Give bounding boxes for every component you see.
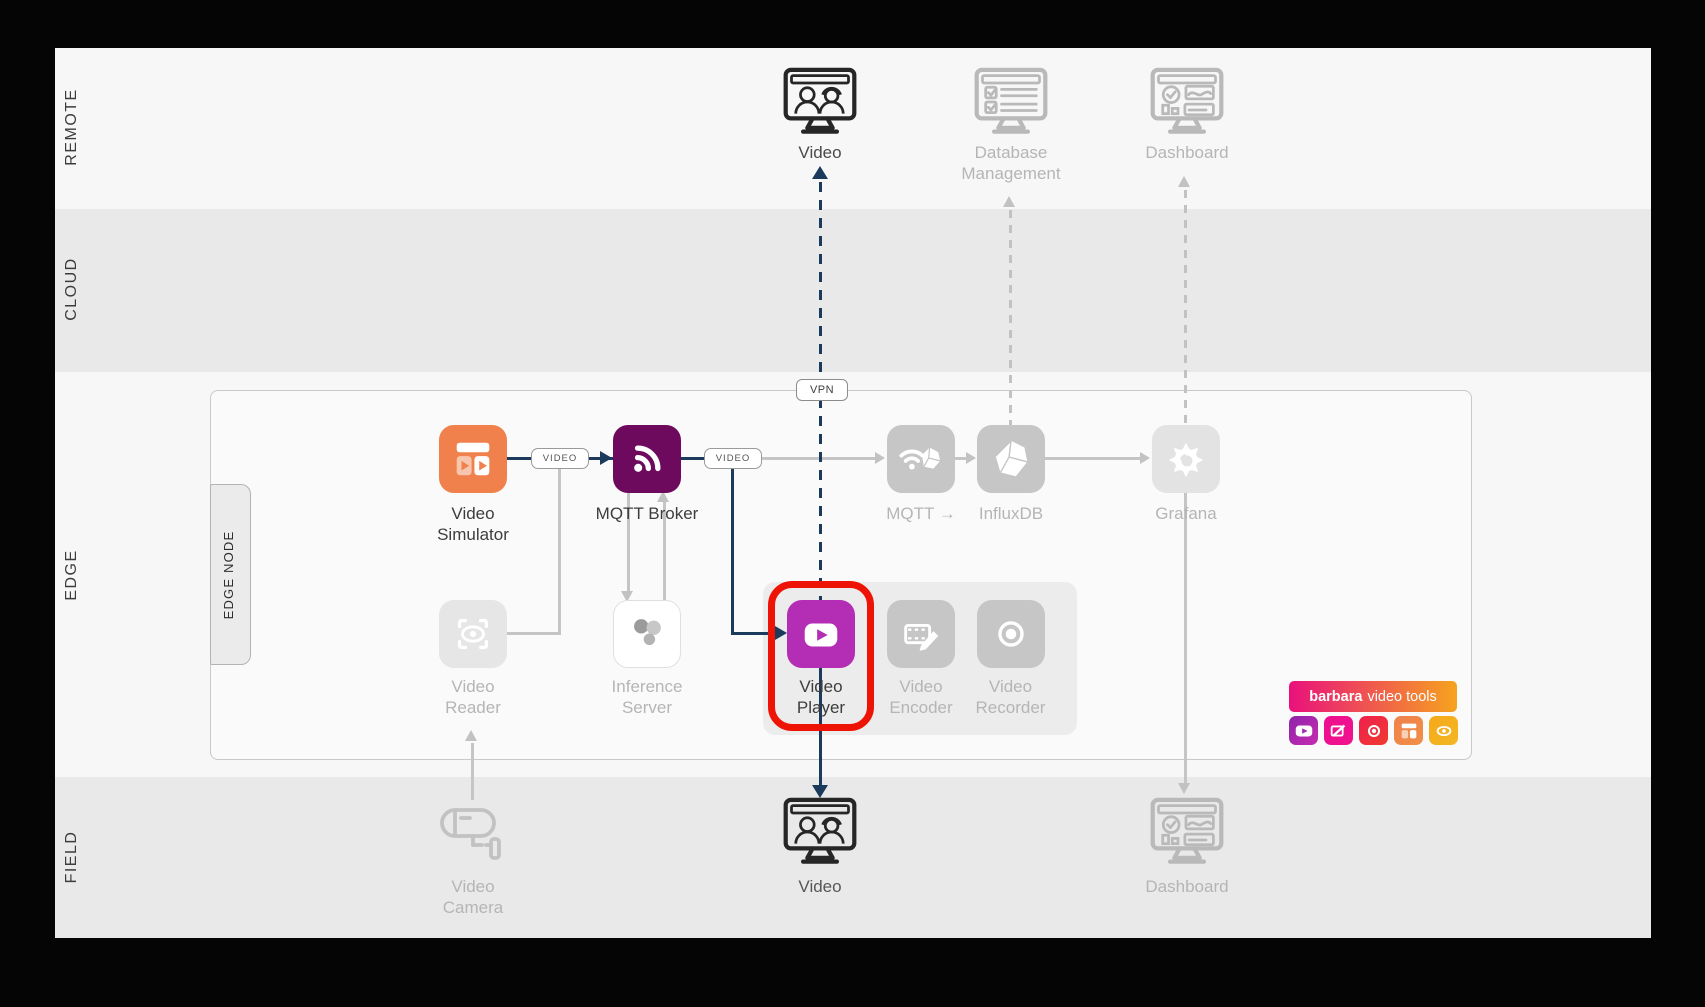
mini-reader-icon — [1429, 716, 1458, 745]
video-player-label: Video Player — [796, 677, 846, 717]
video-reader-tile — [439, 600, 507, 668]
arrowhead-into-inference — [621, 591, 633, 602]
edge-node-tab: EDGE NODE — [210, 484, 251, 665]
video-call-monitor-icon — [783, 67, 857, 134]
lane-label-edge: EDGE — [63, 549, 80, 601]
arrowhead-up-reader — [465, 730, 477, 741]
mini-encoder-icon — [1324, 716, 1353, 745]
influxdb-label: InfluxDB — [978, 504, 1044, 523]
connector-video-down — [731, 459, 734, 635]
connector-camera-reader — [471, 743, 474, 800]
video-recorder-label: Video Recorder — [975, 677, 1046, 717]
connector-grafana-dashboard-dashed — [1184, 190, 1187, 425]
dashboard-icon — [1150, 67, 1224, 134]
lane-cloud — [55, 209, 1651, 372]
connector-inference-broker-up — [663, 501, 666, 600]
inference-server-icon — [634, 619, 661, 646]
remote-dashboard-label: Dashboard — [1145, 143, 1229, 162]
video-reader-icon — [457, 618, 489, 650]
connector-into-player — [731, 632, 777, 635]
lane-label-cloud: CLOUD — [63, 257, 80, 321]
brand-product: video tools — [1367, 688, 1437, 705]
video-player-icon — [804, 623, 838, 647]
video-badge-1: VIDEO — [531, 448, 589, 469]
mqtt-bridge-icon — [899, 447, 941, 470]
connector-influx-grafana — [1045, 457, 1142, 460]
connector-video-reader-elbow-v — [558, 468, 561, 635]
influxdb-icon — [995, 440, 1028, 477]
lane-label-field: FIELD — [63, 830, 80, 884]
field-video-camera-label: Video Camera — [442, 877, 504, 917]
arrowhead-into-mqttbridge — [875, 452, 885, 464]
field-dashboard-label: Dashboard — [1145, 877, 1229, 896]
connector-video-reader-elbow-h — [507, 632, 560, 635]
connector-broker-inference-down — [627, 493, 630, 592]
grafana-icon — [1168, 442, 1204, 478]
edge-node-label: EDGE NODE — [221, 530, 236, 620]
arrowhead-up-dashboard — [1178, 176, 1190, 187]
video-player-tile — [787, 600, 855, 668]
arrowhead-into-influx — [966, 452, 976, 464]
vpn-badge: VPN — [796, 379, 848, 401]
arrowhead-up-dbmgmt — [1003, 196, 1015, 207]
mqtt-broker-icon — [634, 445, 661, 472]
arrowhead-into-broker — [600, 451, 612, 465]
video-camera-icon — [440, 808, 501, 860]
arrowhead-into-player — [775, 626, 787, 640]
video-simulator-icon — [456, 442, 490, 476]
mini-simulator-icon — [1394, 716, 1423, 745]
mqtt-bridge-label: MQTT → — [886, 504, 956, 523]
mqtt-broker-label: MQTT Broker — [595, 504, 699, 523]
video-simulator-label: Video Simulator — [437, 504, 509, 544]
mini-recorder-icon — [1359, 716, 1388, 745]
video-encoder-icon — [904, 623, 939, 651]
field-video-call-monitor-icon — [783, 797, 857, 864]
video-reader-label: Video Reader — [445, 677, 501, 717]
mqtt-broker-tile — [613, 425, 681, 493]
barbara-video-tools-banner: barbara video tools — [1289, 681, 1457, 712]
grafana-tile — [1152, 425, 1220, 493]
connector-mqttbridge-influx — [955, 457, 969, 460]
influxdb-tile — [977, 425, 1045, 493]
video-recorder-icon — [998, 621, 1024, 647]
arrowhead-down-field-dashboard — [1178, 783, 1190, 794]
mqtt-bridge-tile — [887, 425, 955, 493]
remote-database-management-label: Database Management — [961, 143, 1061, 183]
connector-video-mqttbridge — [733, 457, 876, 460]
arrowhead-up-remote-video — [812, 166, 828, 179]
mini-player-icon — [1289, 716, 1318, 745]
video-recorder-tile — [977, 600, 1045, 668]
field-dashboard-icon — [1150, 797, 1224, 864]
brand-name: barbara — [1309, 688, 1363, 705]
video-badge-2: VIDEO — [704, 448, 762, 469]
remote-video-label: Video — [798, 143, 842, 162]
video-player-highlight — [768, 581, 874, 731]
arrowhead-into-broker-up — [657, 491, 669, 502]
lane-label-remote: REMOTE — [63, 88, 80, 166]
field-video-label: Video — [798, 877, 842, 896]
connector-grafana-field-dashboard — [1184, 493, 1187, 784]
video-simulator-tile — [439, 425, 507, 493]
arrowhead-into-grafana — [1140, 452, 1150, 464]
video-encoder-tile — [887, 600, 955, 668]
inference-server-tile — [613, 600, 681, 668]
arrowhead-down-field-video — [812, 785, 828, 798]
connector-influx-dbmgmt-dashed — [1009, 210, 1012, 425]
grafana-label: Grafana — [1155, 504, 1217, 523]
video-encoder-label: Video Encoder — [889, 677, 953, 717]
inference-server-label: Inference Server — [611, 677, 683, 717]
database-management-icon — [974, 67, 1048, 134]
